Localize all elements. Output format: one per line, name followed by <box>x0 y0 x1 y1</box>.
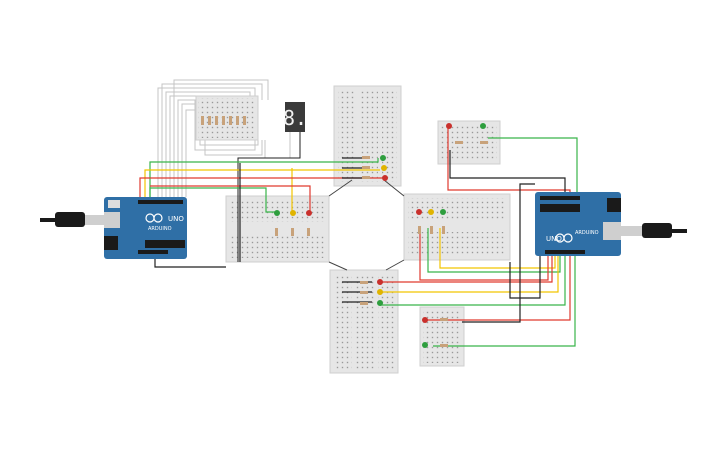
wire-black-2[interactable] <box>449 150 566 192</box>
arduino-left-logo: UNO <box>168 215 184 223</box>
arduino-right-logo: UNO <box>546 235 562 243</box>
wire-green-4[interactable] <box>433 256 576 347</box>
wire-black-4[interactable] <box>462 183 535 323</box>
arduino-left-brand: ARDUINO <box>148 226 172 232</box>
traffic-light-south[interactable] <box>360 279 383 306</box>
usb-cable-right[interactable] <box>620 223 687 238</box>
breadboard-small-bottom[interactable] <box>419 306 465 367</box>
pedestrian-light-top-right[interactable] <box>446 123 488 144</box>
usb-cable-left[interactable] <box>40 212 105 227</box>
seven-segment-digit: 8. <box>283 106 307 130</box>
wire-yellow-3[interactable] <box>380 256 559 293</box>
wire-red-6[interactable] <box>419 228 549 281</box>
wire-green-2[interactable] <box>149 187 276 213</box>
usb-port-right <box>603 222 621 240</box>
breadboard-north[interactable] <box>333 85 402 187</box>
pedestrian-light-bottom[interactable] <box>422 317 448 348</box>
wire-red-4[interactable] <box>382 256 553 283</box>
wire-black-1[interactable] <box>154 258 226 268</box>
wire-green-1[interactable] <box>149 158 379 197</box>
traffic-light-north[interactable] <box>362 155 388 181</box>
wire-red-2[interactable] <box>150 185 311 212</box>
wire-yellow-1[interactable] <box>144 169 380 197</box>
arduino-left[interactable]: UNO ARDUINO <box>104 197 187 259</box>
resistor-row-top-left <box>201 116 246 125</box>
intersection-outline <box>328 179 405 271</box>
usb-port-left <box>104 212 120 228</box>
breadboard-south[interactable] <box>329 269 399 374</box>
traffic-light-east[interactable] <box>416 209 446 234</box>
traffic-light-west[interactable] <box>274 210 312 236</box>
wire-black-7seg[interactable] <box>237 132 301 262</box>
breadboard-east[interactable] <box>403 193 511 261</box>
seven-segment-display[interactable]: 8. <box>283 102 307 132</box>
arduino-right[interactable]: UNO ARDUINO <box>535 192 621 256</box>
arduino-right-brand: ARDUINO <box>575 230 599 236</box>
breadboard-small-top-left[interactable] <box>195 95 259 141</box>
wire-black-3[interactable] <box>509 256 541 299</box>
wire-red-1[interactable] <box>139 177 382 197</box>
wire-red-5[interactable] <box>425 256 571 321</box>
wire-green-5[interactable] <box>380 256 566 306</box>
gray-wire-bundle[interactable] <box>157 79 291 197</box>
wire-green-6[interactable] <box>427 228 561 273</box>
wire-yellow-4[interactable] <box>439 228 556 269</box>
